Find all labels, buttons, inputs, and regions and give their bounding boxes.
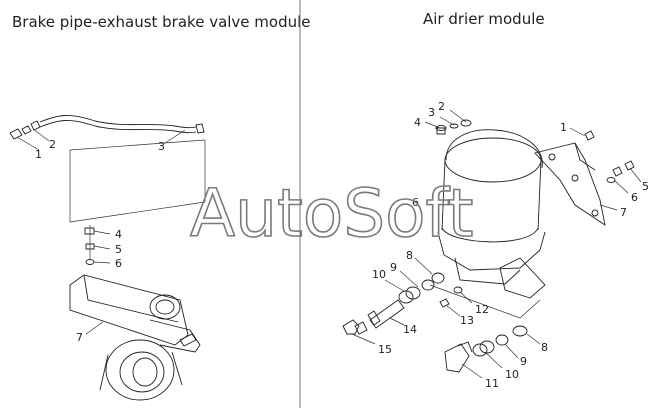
callout-left-2: 2 [49, 138, 56, 151]
callout-right-12: 12 [475, 303, 489, 316]
connector-4 [84, 227, 95, 235]
callout-right-8a: 8 [406, 249, 413, 262]
callout-right-4: 4 [414, 116, 421, 129]
callout-right-3: 3 [428, 106, 435, 119]
callout-right-5: 5 [642, 180, 649, 193]
right-module-title: Air drier module [423, 10, 545, 28]
left-callouts: 1 2 3 4 5 6 7 [16, 128, 186, 344]
callout-right-1: 1 [560, 121, 567, 134]
callout-right-10a: 10 [372, 268, 386, 281]
callout-left-1: 1 [35, 148, 42, 161]
callout-right-9b: 9 [520, 355, 527, 368]
callout-right-7: 7 [620, 206, 627, 219]
nut-part [30, 120, 41, 131]
callout-left-4: 4 [115, 228, 122, 241]
callout-right-13: 13 [460, 314, 474, 327]
exhaust-brake-valve [69, 274, 201, 401]
callout-right-15: 15 [378, 343, 392, 356]
nut-5 [85, 243, 95, 250]
left-module-title: Brake pipe-exhaust brake valve module [12, 13, 311, 31]
callout-right-8b: 8 [541, 341, 548, 354]
washer-6 [85, 259, 95, 265]
air-drier-assembly [342, 119, 635, 373]
elbow-fitting [9, 128, 23, 140]
callout-right-6b: 6 [412, 196, 419, 209]
callout-left-6: 6 [115, 257, 122, 270]
brake-pipe-assembly [9, 115, 206, 265]
right-callouts: 1 2 3 4 5 6 6 7 8 8 9 9 10 10 11 12 13 1… [351, 100, 649, 390]
watermark: AutoSoft [190, 175, 473, 252]
callout-right-2: 2 [438, 100, 445, 113]
callout-left-5: 5 [115, 243, 122, 256]
callout-right-11: 11 [485, 377, 499, 390]
callout-right-10b: 10 [505, 368, 519, 381]
callout-left-3: 3 [158, 140, 165, 153]
callout-left-7: 7 [76, 331, 83, 344]
callout-right-9a: 9 [390, 261, 397, 274]
callout-right-14: 14 [403, 323, 417, 336]
callout-right-6a: 6 [631, 191, 638, 204]
